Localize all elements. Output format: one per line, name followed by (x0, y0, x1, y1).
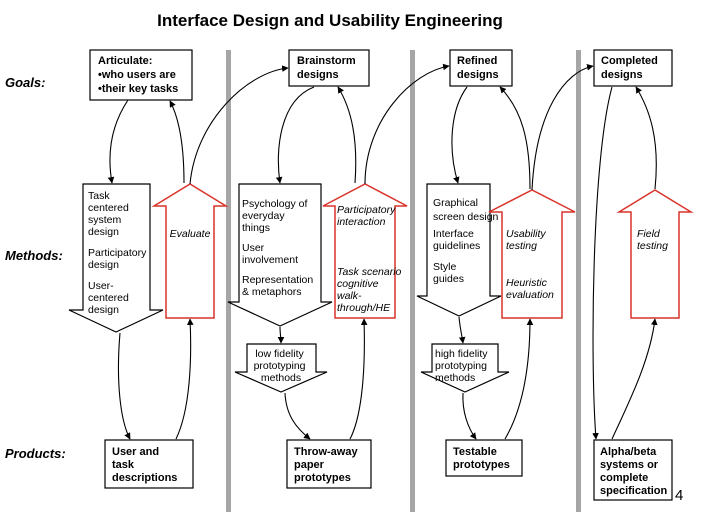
curve-lowfi-to-product (284, 392, 311, 440)
row-label-methods: Methods: (5, 248, 63, 263)
product-user-task: User and task descriptions (104, 439, 194, 489)
curve-product-to-usability (504, 318, 534, 440)
curve-product-to-field (611, 318, 658, 440)
goal-articulate: Articulate: •who users are •their key ta… (89, 49, 193, 101)
product-testable: Testable prototypes (445, 439, 523, 477)
curve-usability-to-refined (499, 86, 531, 190)
divider-2 (410, 50, 415, 512)
svg-text:Completed designs: Completed designs (601, 55, 661, 81)
curve-participatory-to-brainstorm (337, 86, 357, 184)
curve-product-to-participatory (349, 318, 368, 440)
method-psychology-arrow: Psychology of everyday things User invol… (227, 183, 333, 327)
divider-3 (576, 50, 581, 512)
svg-text:high fidelity prototypin: high fidelity prototyping methods (435, 348, 490, 384)
curve-graphical-to-hifi (458, 316, 466, 344)
curve-evaluate-to-articulate (169, 100, 185, 184)
curve-participatory-to-refined (364, 63, 450, 185)
usability-testing-arrow: Usability testing Heuristic evaluation (488, 189, 576, 319)
curve-product-to-evaluate (175, 318, 194, 440)
svg-text:Testable prototypes: Testable prototypes (453, 446, 510, 471)
svg-text:Task centered syst: Task centered system design Participator… (88, 190, 149, 316)
svg-text:Evaluate: Evaluate (170, 228, 211, 240)
diagram-title: Interface Design and Usability Engineeri… (157, 11, 503, 30)
curve-evaluate-to-brainstorm (189, 65, 289, 185)
curve-brainstorm-to-psychology (275, 86, 315, 184)
goal-refined: Refined designs (449, 49, 513, 87)
method-task-centered-arrow: Task centered system design Participator… (68, 183, 164, 333)
low-fidelity-arrow: low fidelity prototyping methods (234, 343, 328, 393)
svg-text:Participatory interactio: Participatory interaction Task scenario … (337, 204, 404, 314)
divider-1 (226, 50, 231, 512)
goal-brainstorm: Brainstorm designs (288, 49, 370, 87)
high-fidelity-arrow: high fidelity prototyping methods (420, 343, 510, 393)
svg-text:Articulate: •who users a: Articulate: •who users are •their key ta… (98, 55, 179, 95)
curve-articulate-to-task (107, 99, 129, 184)
row-label-goals: Goals: (5, 75, 45, 90)
curve-usability-to-completed (531, 64, 594, 191)
curve-refined-to-graphical (451, 86, 468, 184)
method-graphical-arrow: Graphical screen design Interface guidel… (416, 183, 502, 317)
curve-hifi-to-product (462, 392, 477, 440)
curve-completed-to-product (592, 86, 613, 440)
svg-text:Graphical screen design: Graphical screen design Interface guidel… (433, 197, 501, 285)
evaluate-arrow: Evaluate (151, 183, 229, 319)
goal-completed: Completed designs (593, 49, 673, 87)
svg-text:Usability testing: Usability testing Heuristic evaluation (506, 228, 554, 301)
svg-text:Refined designs: Refined designs (457, 55, 500, 81)
field-testing-arrow: Field testing (616, 189, 694, 319)
product-alpha-beta: Alpha/beta systems or complete specifica… (593, 439, 673, 501)
svg-text:Field testing: Field testing (637, 228, 668, 252)
curve-task-to-product (117, 332, 131, 440)
page-number: 4 (675, 487, 683, 504)
svg-text:low fidelity prototyping: low fidelity prototyping methods (254, 348, 309, 384)
curve-field-to-completed (635, 86, 657, 190)
svg-text:Brainstorm designs: Brainstorm designs (297, 55, 359, 81)
svg-text:Throw-away paper p: Throw-away paper prototypes (294, 446, 361, 484)
row-label-products: Products: (5, 446, 66, 461)
svg-text:User and task desc: User and task descriptions (112, 446, 177, 484)
connectors (107, 63, 658, 440)
svg-text:Psychology of everyday: Psychology of everyday things User invol… (242, 198, 316, 298)
svg-text:Alpha/beta systems or: Alpha/beta systems or complete specifica… (600, 446, 668, 497)
curve-psychology-to-lowfi (277, 326, 285, 344)
participatory-interaction-arrow: Participatory interaction Task scenario … (322, 183, 408, 319)
product-throwaway: Throw-away paper prototypes (286, 439, 372, 489)
